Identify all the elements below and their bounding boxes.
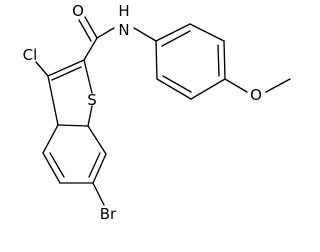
atom-label-carbonyl-oxygen: O bbox=[72, 2, 84, 20]
bond-c6-br bbox=[92, 182, 105, 206]
bond-carbonyl-co-a bbox=[84, 16, 98, 39]
bond-o-ch3 bbox=[265, 78, 291, 93]
bond-lines bbox=[35, 16, 291, 206]
bond-ar4-ar5 bbox=[190, 78, 226, 100]
bond-ar6-ar1 bbox=[155, 40, 158, 80]
bond-ar2-ar3 bbox=[189, 23, 225, 42]
bond-ar3-ar4-b bbox=[217, 44, 220, 77]
bond-ar3-ar4-a bbox=[223, 40, 226, 80]
atom-label-amide-nitrogen: N bbox=[118, 21, 129, 39]
atom-label-bromine: Br bbox=[100, 205, 117, 223]
bond-carbonyl-c2 bbox=[83, 37, 98, 61]
atom-label-chlorine: Cl bbox=[23, 46, 38, 64]
bond-c3a-c7a bbox=[57, 124, 89, 127]
bond-carbonyl-n bbox=[96, 27, 115, 39]
atom-label-methoxy-oxygen: O bbox=[250, 86, 262, 104]
bond-c3-cl bbox=[35, 61, 49, 77]
bond-carbonyl-co-b bbox=[78, 19, 92, 42]
bond-c6-c7-a bbox=[92, 153, 107, 184]
atom-labels: O H N Cl S Br O bbox=[23, 2, 262, 223]
bond-c7-c7a bbox=[87, 125, 107, 155]
bond-n-aryl bbox=[133, 27, 157, 42]
bond-s-c7a bbox=[87, 105, 93, 127]
bond-c2-c3-a bbox=[47, 59, 85, 77]
bond-c4-c5-b bbox=[49, 152, 65, 178]
bond-ar5-ar6-a bbox=[156, 78, 192, 100]
bond-ar5-ar6-b bbox=[162, 75, 192, 93]
bond-ar1-ar2-b bbox=[161, 30, 191, 47]
bond-ar4-o bbox=[224, 78, 248, 93]
bond-ar1-ar2-a bbox=[155, 23, 191, 42]
bond-c6-c7-b bbox=[88, 152, 101, 178]
chemical-structure: O H N Cl S Br O bbox=[23, 2, 291, 223]
structure-canvas: O H N Cl S Br O bbox=[22, 2, 291, 223]
atom-label-sulfur: S bbox=[87, 91, 97, 109]
bond-c4-c5-a bbox=[42, 152, 61, 184]
bond-c3a-c4 bbox=[42, 124, 59, 154]
atom-label-amide-hydrogen: H bbox=[118, 2, 129, 20]
bond-c2-c3-b bbox=[51, 66, 82, 81]
bond-c3-c3a bbox=[47, 75, 59, 126]
bond-c2-s bbox=[83, 59, 93, 94]
